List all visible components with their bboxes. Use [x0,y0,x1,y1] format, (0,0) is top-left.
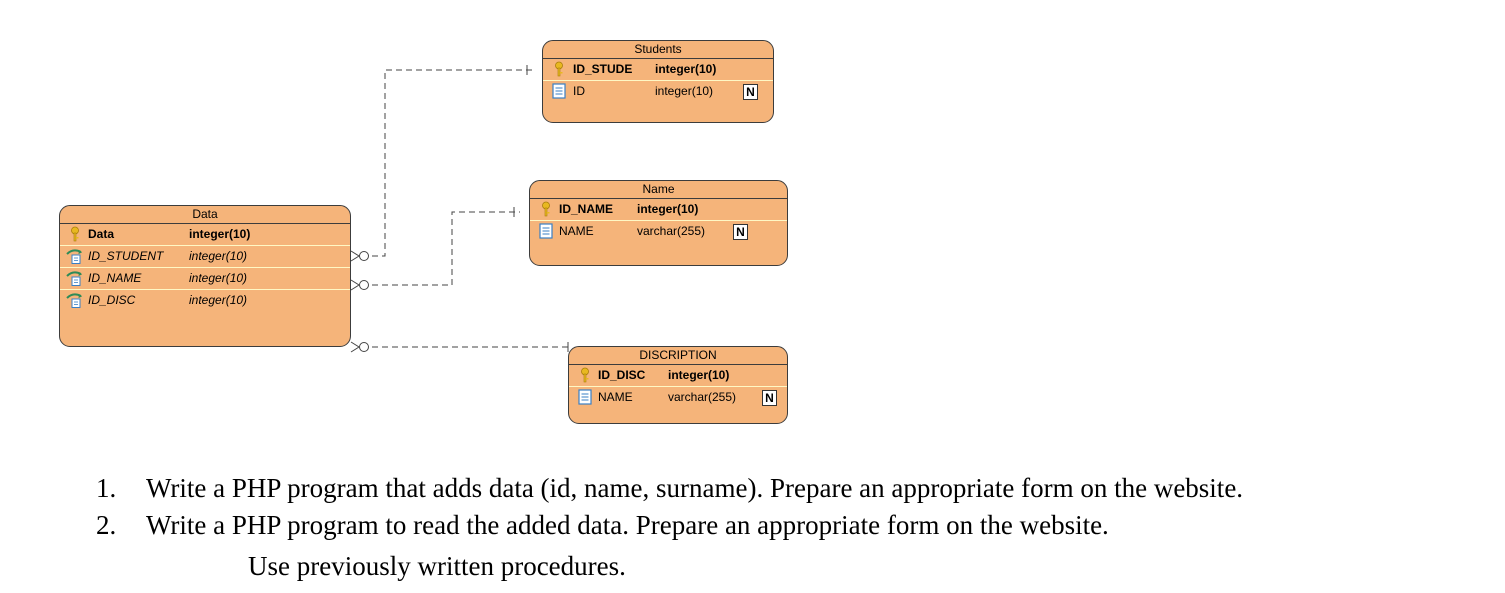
pk-name: ID_DISC [598,368,646,382]
column-name: NAME [598,390,633,404]
zero-marker [359,280,369,290]
relation-data-discription [350,341,570,353]
column-icon [539,223,553,239]
relation-data-name [350,207,520,291]
foreign-key-icon [66,293,82,308]
pk-name: ID_NAME [559,202,614,216]
fk-row[interactable]: ID_NAME integer(10) [60,268,350,290]
task-continuation: Use previously written procedures. [248,551,626,581]
pk-row[interactable]: ID_NAME integer(10) [530,199,787,221]
nullable-badge: N [733,224,748,240]
nullable-badge: N [762,390,777,406]
entity-title: DISCRIPTION [569,347,787,365]
pk-type: integer(10) [655,62,717,76]
fk-name: ID_NAME [88,271,142,285]
fk-name: ID_DISC [88,293,136,307]
zero-marker [359,251,369,261]
relation-data-students [350,65,533,262]
pk-row[interactable]: ID_STUDE integer(10) [543,59,773,81]
primary-key-icon [555,61,563,77]
entity-data[interactable]: Data Data integer(10) ID_STUDENT integer… [59,205,351,347]
zero-marker [359,342,369,352]
fk-row[interactable]: ID_DISC integer(10) [60,290,350,311]
fk-row[interactable]: ID_STUDENT integer(10) [60,246,350,268]
column-type: varchar(255) [668,390,737,404]
fk-type: integer(10) [189,249,248,263]
pk-type: integer(10) [668,368,730,382]
column-icon [578,389,592,405]
column-icon [552,83,566,99]
many-marker [350,250,360,262]
column-row[interactable]: ID integer(10) N [543,81,773,102]
column-type: varchar(255) [637,224,706,238]
foreign-key-icon [66,271,82,286]
foreign-key-icon [66,249,82,264]
pk-type: integer(10) [189,227,251,241]
pk-name: ID_STUDE [573,62,633,76]
entity-title: Name [530,181,787,199]
pk-name: Data [88,227,115,241]
many-marker [350,279,360,291]
entity-discription[interactable]: DISCRIPTION ID_DISC integer(10) NAME var… [568,346,788,424]
primary-key-icon [71,226,79,242]
task-text: Write a PHP program to read the added da… [146,510,1109,540]
entity-students[interactable]: Students ID_STUDE integer(10) ID integer… [542,40,774,123]
fk-type: integer(10) [189,271,248,285]
primary-key-icon [581,367,589,383]
primary-key-icon [542,201,550,217]
task-number: 2. [96,510,117,540]
entity-title: Students [543,41,773,59]
pk-row[interactable]: ID_DISC integer(10) [569,365,787,387]
task-number: 1. [96,473,117,503]
entity-title: Data [60,206,350,224]
column-name: ID [573,84,585,98]
nullable-badge: N [743,84,758,100]
column-type: integer(10) [655,84,714,98]
entity-name[interactable]: Name ID_NAME integer(10) NAME varchar(25… [529,180,788,266]
fk-type: integer(10) [189,293,248,307]
task-text: Write a PHP program that adds data (id, … [146,473,1244,503]
pk-type: integer(10) [637,202,699,216]
many-marker [350,341,360,353]
column-row[interactable]: NAME varchar(255) N [569,387,787,408]
pk-row[interactable]: Data integer(10) [60,224,350,246]
column-row[interactable]: NAME varchar(255) N [530,221,787,242]
column-name: NAME [559,224,594,238]
fk-name: ID_STUDENT [88,249,164,263]
